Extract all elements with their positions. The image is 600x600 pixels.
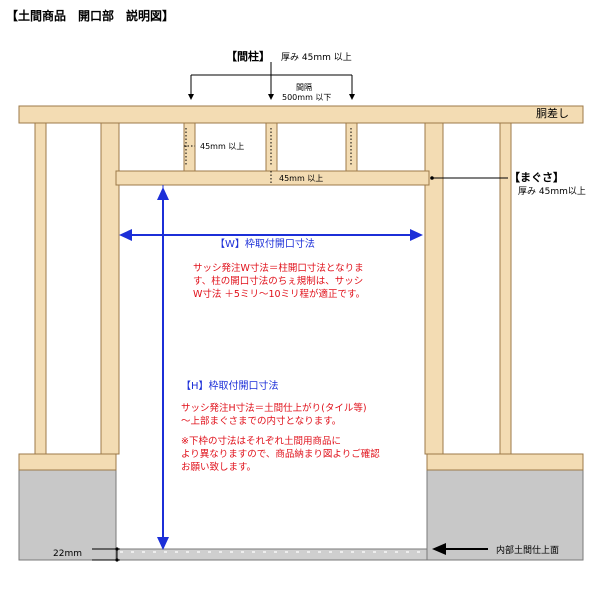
sill-right bbox=[426, 453, 584, 471]
spacing-label-2: 500mm 以下 bbox=[282, 93, 331, 102]
h-arrow-bottom bbox=[157, 537, 169, 550]
dosashi-label: 胴差し bbox=[536, 106, 569, 120]
w-arrow-right bbox=[410, 229, 423, 241]
spacing-label-1: 間隔 bbox=[296, 83, 312, 92]
magusa-width-label: 45mm 以上 bbox=[279, 174, 323, 183]
floor-label: 内部土間仕上面 bbox=[496, 544, 559, 556]
h-arrow-top bbox=[157, 187, 169, 200]
spacing-arrow-left bbox=[188, 94, 194, 100]
h-text-1: サッシ発注H寸法＝土間仕上がり(タイル等) bbox=[181, 402, 367, 414]
dim-22-dot-top bbox=[115, 547, 119, 551]
page-title: 【土間商品 開口部 説明図】 bbox=[6, 8, 174, 23]
note-1: ※下枠の寸法はそれぞれ土間用商品に bbox=[181, 435, 341, 447]
dim-22-label: 22mm bbox=[53, 549, 82, 559]
stud-width-label: 45mm 以上 bbox=[200, 142, 244, 151]
magusa-title: 【まぐさ】 bbox=[509, 171, 564, 184]
w-text-1: サッシ発注W寸法＝柱開口寸法となりま bbox=[193, 262, 364, 274]
foundation-left bbox=[18, 469, 117, 561]
floor-arrow-head bbox=[432, 543, 446, 555]
magusa-beam bbox=[115, 170, 430, 186]
mabashira-title: 【間柱】 bbox=[226, 49, 270, 63]
spacing-arrow-mid bbox=[268, 94, 274, 100]
floor-finish bbox=[115, 548, 428, 561]
stud-outer-left bbox=[34, 122, 47, 455]
w-title: 【W】枠取付開口寸法 bbox=[215, 237, 315, 250]
sill-left bbox=[18, 453, 117, 471]
note-3: お願い致します。 bbox=[181, 461, 256, 473]
dosashi-beam bbox=[18, 105, 584, 124]
w-text-3: W寸法 ＋5ミリ～10ミリ程が適正です。 bbox=[193, 288, 365, 300]
h-text-2: ～上部まぐさまでの内寸となります。 bbox=[181, 415, 341, 427]
magusa-leader-dot bbox=[430, 176, 434, 180]
dim-22-dot-bottom bbox=[115, 558, 119, 562]
spacing-arrow-right bbox=[349, 94, 355, 100]
h-title: 【H】枠取付開口寸法 bbox=[181, 379, 279, 392]
w-text-2: す、柱の開口寸法のちぇ規制は、サッシ bbox=[193, 275, 363, 287]
magusa-thickness: 厚み 45mm以上 bbox=[518, 186, 586, 197]
w-arrow-left bbox=[119, 229, 132, 241]
note-2: より異なりますので、商品納まり図よりご確認 bbox=[181, 448, 380, 460]
foundation-right bbox=[426, 469, 584, 561]
mabashira-thickness: 厚み 45mm 以上 bbox=[281, 52, 352, 63]
